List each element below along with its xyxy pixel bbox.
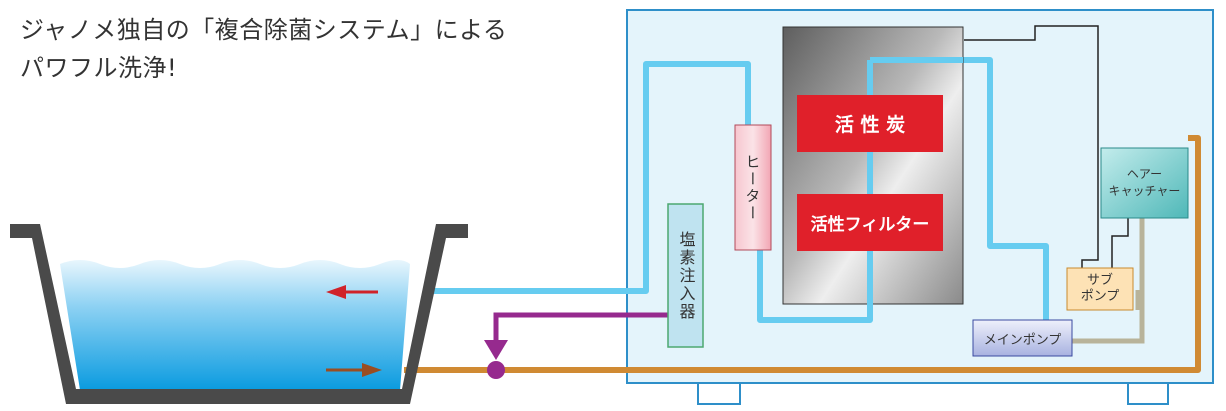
return-pipe <box>404 135 1201 373</box>
chlorine-junction <box>487 361 505 379</box>
main-pump <box>972 319 1073 357</box>
charcoal-label: 活 性 炭 <box>797 95 943 152</box>
heater-label: ヒーター <box>743 153 762 222</box>
hair-catcher-label-line1: ヘアー <box>1126 167 1163 181</box>
headline-line-2: パワフル洗浄! <box>20 54 178 82</box>
arrow-out-icon <box>326 285 378 299</box>
sub-pump-label: サブ ポンプ <box>1067 268 1133 310</box>
machine-foot-left <box>697 383 741 405</box>
hair-catcher <box>1100 147 1189 219</box>
activated-filter-label: 活性フィルター <box>797 194 943 251</box>
water-pipe-subpump <box>1072 218 1145 344</box>
water-pipe-inlet <box>426 61 751 294</box>
arrow-in-icon <box>326 363 382 377</box>
heater <box>734 124 772 251</box>
main-pump-label: メインポンプ <box>983 332 1062 348</box>
chlorine-pipe <box>493 312 668 340</box>
hair-catcher-label-line2: キャッチャー <box>1108 184 1181 198</box>
control-wire-top <box>964 25 1099 268</box>
machine-foot-right <box>1127 383 1169 405</box>
chlorine-arrow-icon <box>484 340 508 360</box>
sub-pump <box>1066 267 1134 311</box>
chlorine-injector <box>667 203 704 348</box>
sub-pump-label-line2: ポンプ <box>1080 289 1120 304</box>
headline-line-1: ジャノメ独自の「複合除菌システム」による <box>20 16 508 44</box>
bathtub-water <box>60 260 410 390</box>
sub-pump-label-line1: サブ <box>1086 273 1113 288</box>
hair-catcher-label: ヘアー キャッチャー <box>1101 148 1188 218</box>
control-wire-hair <box>1111 218 1129 268</box>
chlorine-injector-label: 塩素注入器 <box>676 230 696 321</box>
